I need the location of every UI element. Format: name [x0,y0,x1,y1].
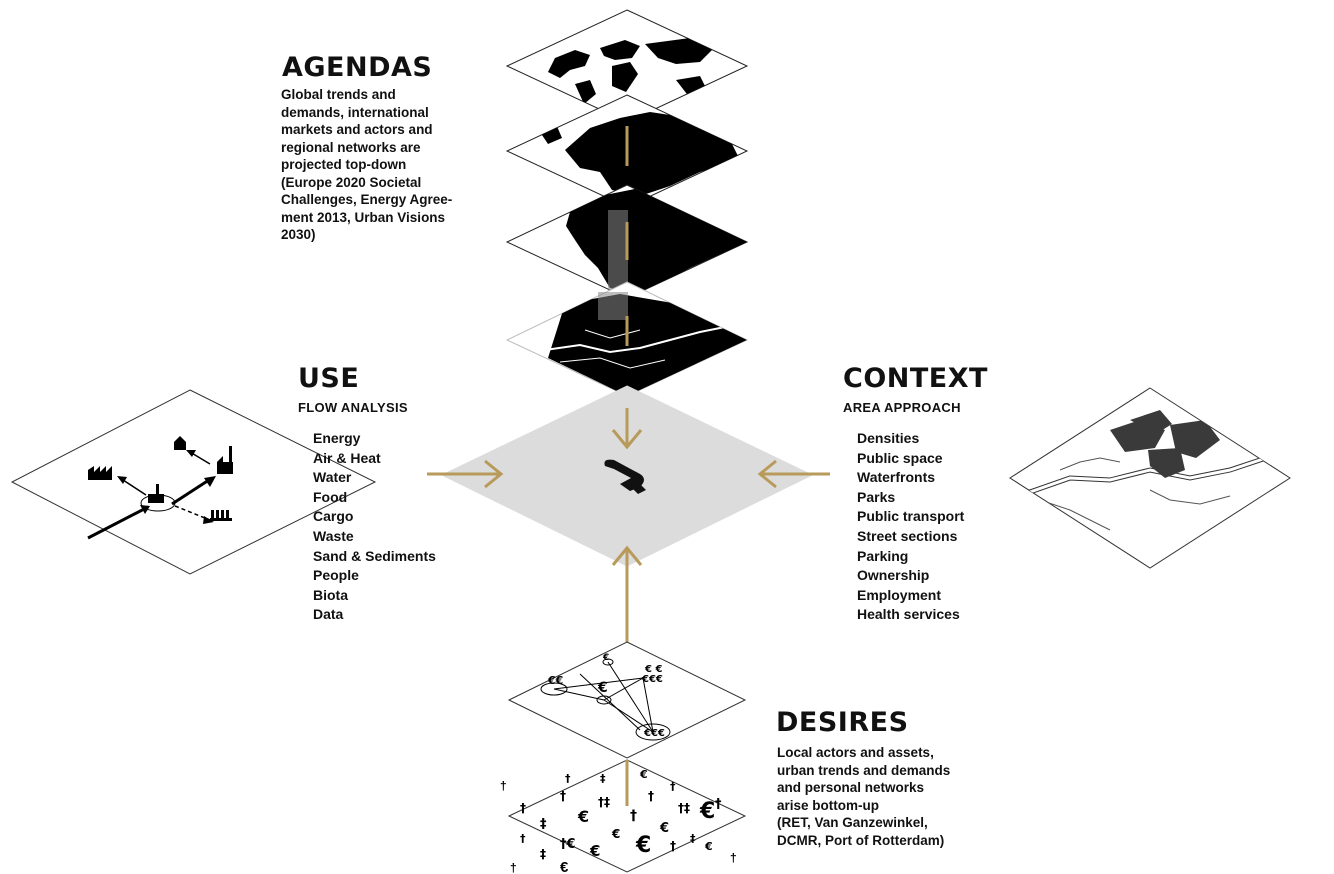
use-flow-item: Energy [313,430,361,446]
use-flow-item: People [313,567,359,584]
use-flow-item: Cargo [313,508,354,525]
svg-text:†: † [560,789,566,803]
svg-text:†: † [715,797,722,812]
context-area-item: Public space [857,449,943,466]
svg-text:‡: ‡ [690,832,696,845]
svg-text:†: † [670,839,676,853]
desires-line: DCMR, Port of Rotterdam) [777,832,945,848]
svg-text:†: † [730,851,737,865]
svg-text:€: € [577,807,589,826]
svg-text:†‡: †‡ [678,801,690,815]
context-area-item: Parking [857,547,909,564]
svg-text:€: € [597,680,608,696]
agendas-layer-world [505,9,749,123]
use-flow-item: Sand & Sediments [313,547,436,564]
svg-text:€: € [704,840,713,853]
desires-line: Local actors and assets, [777,745,934,760]
desires-line: (RET, Van Ganzewinkel, [777,815,928,830]
industry-icon [148,484,164,503]
agendas-line: Global trends and [281,87,396,102]
context-area-item: Parks [857,488,896,505]
context-subtitle: AREA APPROACH [843,400,961,415]
svg-text:€: € [560,859,569,874]
agendas-line: projected top-down [281,157,407,172]
agendas-description: Global trends and demands, international… [281,86,452,244]
svg-text:€: € [635,833,651,858]
svg-text:†€: †€ [560,837,576,852]
agendas-line: ment 2013, Urban Visions [281,209,446,225]
use-plane [10,389,377,575]
use-title: USE [298,363,360,394]
svg-text:†: † [565,772,571,785]
desires-description: Local actors and assets, urban trends an… [777,744,950,849]
svg-text:‡: ‡ [600,772,606,785]
agendas-line: regional networks are [281,139,421,155]
logo-glyph-icon [604,459,646,494]
desires-line: and personal networks [777,780,925,795]
svg-text:€€: €€ [547,674,563,687]
context-area-item: Street sections [857,527,958,544]
svg-text:€: € [699,799,715,824]
svg-text:†: † [648,789,654,803]
agendas-line: demands, international [281,104,429,120]
agendas-line: markets and actors and [281,122,433,137]
context-area-item: Public transport [857,508,965,525]
house-icon [174,436,186,450]
context-area-item: Employment [857,586,942,603]
svg-text:†: † [630,808,637,824]
use-flow-item: Data [313,606,344,623]
storage-icon [210,510,232,521]
svg-text:€€€: €€€ [641,674,663,685]
context-area-item: Densities [857,430,920,446]
industry-icon-2 [217,446,233,474]
svg-text:€: € [589,842,600,860]
svg-text:€: € [602,653,609,663]
context-plane [1009,387,1291,569]
desires-title: DESIRES [776,707,909,738]
use-flow-item: Air & Heat [313,449,381,466]
factory-icon [88,466,112,480]
desires-network-plane: €€ € €€€ € € €€€ € [507,641,747,759]
agendas-line: (Europe 2020 Societal [281,174,422,190]
context-area-list: Densities Public space Waterfronts Parks… [857,429,964,625]
arrow-from-use [427,459,504,489]
svg-text:†: † [500,779,507,793]
arrow-from-desires [611,545,643,642]
svg-text:‡: ‡ [540,847,546,861]
desires-people-plane: † ‡ † € †‡ € † † € †‡ € † †€ € € † ‡ † ‡… [500,759,747,874]
svg-text:†‡: †‡ [598,795,610,809]
desires-line: arise bottom-up [777,797,880,813]
use-flow-item: Water [313,469,352,486]
use-flow-list: Energy Air & Heat Water Food Cargo Waste… [313,429,436,625]
svg-text:€ €: € € [644,664,662,675]
context-area-item: Health services [857,606,960,623]
svg-text:†: † [520,832,526,845]
context-area-item: Waterfronts [857,469,936,486]
use-flow-item: Biota [313,586,348,603]
agendas-line: 2030) [281,227,316,242]
flow-diagram [87,450,216,540]
use-subtitle: FLOW ANALYSIS [298,400,408,415]
context-area-item: Ownership [857,567,930,584]
arrow-from-context [757,459,830,489]
svg-text:†: † [510,861,517,874]
svg-text:†: † [670,780,676,793]
agendas-title: AGENDAS [282,52,433,83]
use-flow-item: Waste [313,527,354,544]
svg-text:€: € [639,768,648,781]
svg-text:€€€: €€€ [643,728,665,739]
agendas-line: Challenges, Energy Agree- [281,192,453,207]
svg-text:€: € [611,827,620,841]
svg-text:€: € [659,821,669,836]
arrow-from-agendas [611,408,643,450]
desires-line: urban trends and demands [777,762,951,778]
use-flow-item: Food [313,488,348,505]
context-title: CONTEXT [843,363,988,394]
svg-text:‡: ‡ [540,817,547,832]
svg-text:†: † [520,801,526,815]
